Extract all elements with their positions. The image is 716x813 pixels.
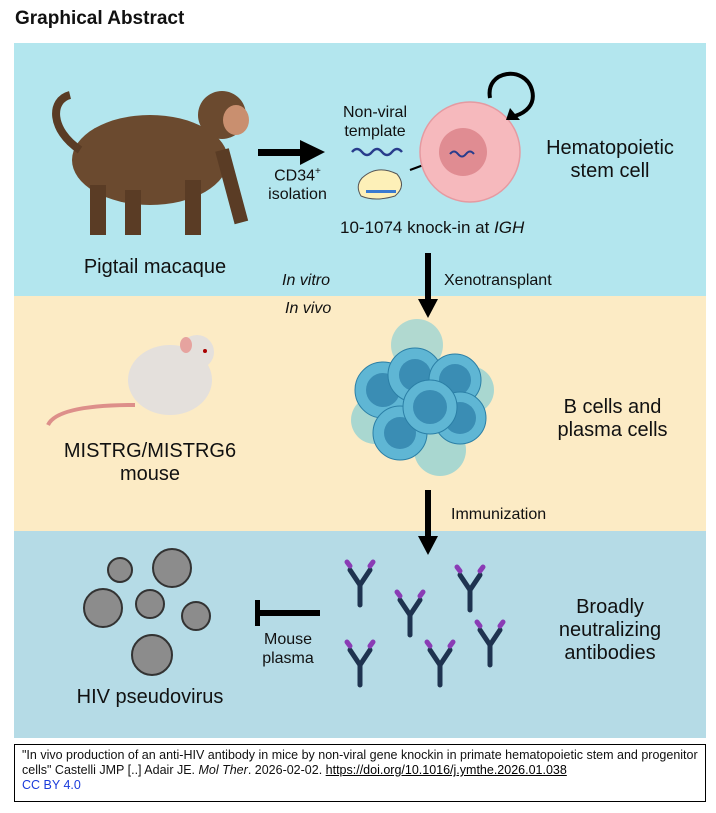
doi-link[interactable]: https://doi.org/10.1016/j.ymthe.2026.01.…: [325, 763, 567, 777]
stem-cell-icon: [419, 101, 521, 203]
citation-box: "In vivo production of an anti-HIV antib…: [14, 744, 706, 802]
macaque-illustration: [52, 91, 249, 235]
arrow-down-icon: [418, 490, 438, 555]
cd34-sup: +: [315, 166, 321, 177]
non-viral-template-label: Non-viral template: [330, 103, 420, 141]
license-link[interactable]: CC BY 4.0: [22, 778, 81, 792]
cd34-text: CD34: [274, 167, 316, 185]
b-cell-cluster-icon: [351, 319, 494, 476]
in-vivo-label: In vivo: [285, 300, 332, 317]
b-cells-line1: B cells and: [563, 396, 662, 418]
isolation-text: isolation: [268, 186, 327, 204]
plasma-line2: plasma: [262, 650, 314, 667]
hiv-pseudovirus-label: HIV pseudovirus: [76, 686, 224, 708]
stem-cell-line1: Hematopoietic: [546, 137, 674, 159]
arrow-down-icon: [418, 253, 438, 318]
in-vitro-label: In vitro: [282, 272, 331, 289]
knockin-gene: IGH: [494, 218, 525, 237]
macaque-label: Pigtail macaque: [83, 256, 227, 278]
inhibition-icon: [255, 600, 320, 626]
antibodies-line1: Broadly: [576, 596, 644, 618]
mouse-line1: MISTRG/MISTRG6: [63, 440, 237, 462]
immunization-label: Immunization: [451, 506, 547, 523]
antibodies-line3: antibodies: [564, 642, 656, 664]
dna-template-icon: [351, 147, 403, 157]
antibody-icon: [344, 559, 506, 688]
hiv-virus-icon: [83, 548, 211, 676]
plasma-line1: Mouse: [263, 631, 313, 648]
cd34-isolation-label: CD34+ isolation: [255, 162, 340, 204]
citation-date: . 2026-02-02.: [247, 763, 326, 777]
mouse-illustration: [46, 335, 214, 427]
template-line1: Non-viral: [342, 104, 407, 121]
knockin-label: 10-1074 knock-in at IGH: [340, 218, 580, 237]
b-cells-line2: plasma cells: [557, 419, 668, 441]
citation-text: "In vivo production of an anti-HIV antib…: [22, 748, 698, 777]
template-line2: template: [344, 123, 406, 140]
stem-cell-line2: stem cell: [570, 160, 650, 182]
arrow-right-icon: [258, 140, 325, 165]
mouse-line2: mouse: [119, 463, 181, 485]
citation-journal: Mol Ther: [198, 763, 248, 777]
illustrations: [46, 71, 535, 688]
antibodies-line2: neutralizing: [558, 619, 662, 641]
page-title: Graphical Abstract: [15, 8, 185, 29]
knockin-text: 10-1074 knock-in at: [340, 218, 495, 237]
xenotransplant-label: Xenotransplant: [444, 272, 552, 289]
mouse-plasma-label: Mouse plasma: [248, 630, 328, 668]
self-renewal-arrow-icon: [487, 71, 535, 118]
cas9-icon: [357, 169, 402, 200]
